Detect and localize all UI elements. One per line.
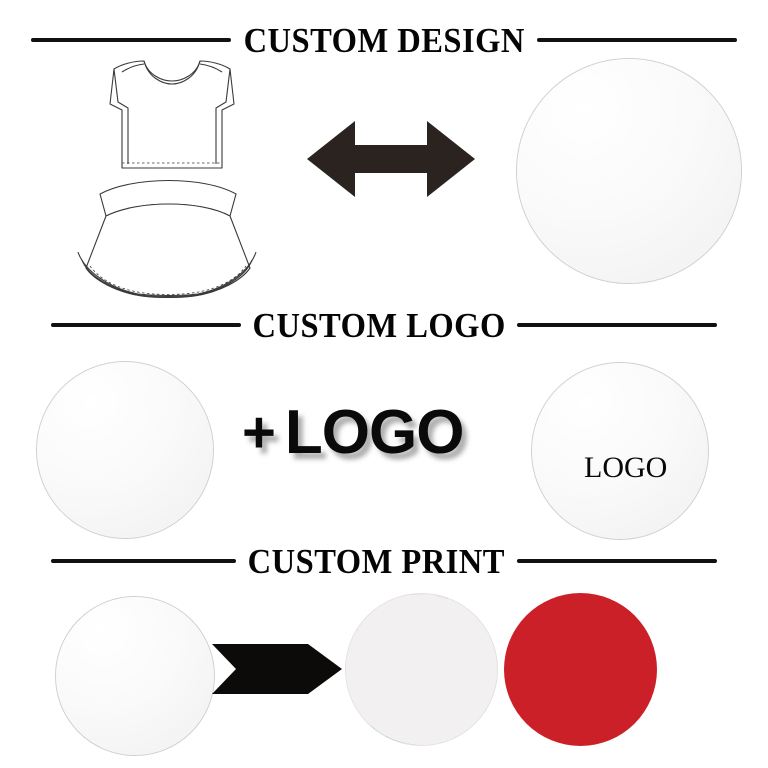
- technical-flat-sketch: [44, 52, 289, 302]
- divider-rule-right: [516, 559, 717, 563]
- divider-rule-left: [30, 38, 231, 42]
- photo-inner: [56, 597, 214, 755]
- logo-overlay-text: LOGO: [584, 451, 668, 484]
- chevron-arrow-right-icon: [212, 644, 342, 694]
- double-arrow-svg: [307, 121, 475, 197]
- section-header-custom-print: CUSTOM PRINT: [0, 539, 768, 583]
- photo-background: [56, 597, 214, 755]
- product-photo-logo-after: LOGO: [531, 362, 709, 540]
- product-photo-print-source: [55, 596, 215, 756]
- plus-symbol: +: [242, 399, 276, 465]
- photo-background: [517, 59, 741, 283]
- fabric-swatch-solid-red: [504, 593, 657, 746]
- section-header-custom-logo: CUSTOM LOGO: [0, 303, 768, 347]
- divider-rule-left: [50, 323, 241, 327]
- product-photo-custom-design: [516, 58, 742, 284]
- product-photo-logo-before: [36, 361, 214, 539]
- logo-word-text: LOGO: [284, 397, 465, 467]
- photo-background: [37, 362, 213, 538]
- chevron-arrow-svg: [212, 644, 342, 694]
- section-title-custom-logo: CUSTOM LOGO: [252, 305, 506, 345]
- plus-logo-wordmark: +LOGO: [242, 397, 465, 467]
- section-title-custom-design: CUSTOM DESIGN: [243, 20, 525, 60]
- divider-rule-left: [51, 559, 237, 563]
- photo-inner: [37, 362, 213, 538]
- fabric-swatch-bow-print: [345, 593, 498, 746]
- fabric-background: [346, 594, 497, 745]
- photo-background: [532, 363, 708, 539]
- photo-inner: [517, 59, 741, 283]
- double-headed-arrow-icon: [307, 118, 475, 200]
- swatch-inner: [346, 594, 497, 745]
- garment-sketch-svg: [77, 60, 257, 299]
- section-header-custom-design: CUSTOM DESIGN: [0, 18, 768, 62]
- divider-rule-right: [517, 323, 718, 327]
- section-title-custom-print: CUSTOM PRINT: [247, 541, 506, 581]
- photo-inner: LOGO: [532, 363, 708, 539]
- divider-rule-right: [537, 38, 738, 42]
